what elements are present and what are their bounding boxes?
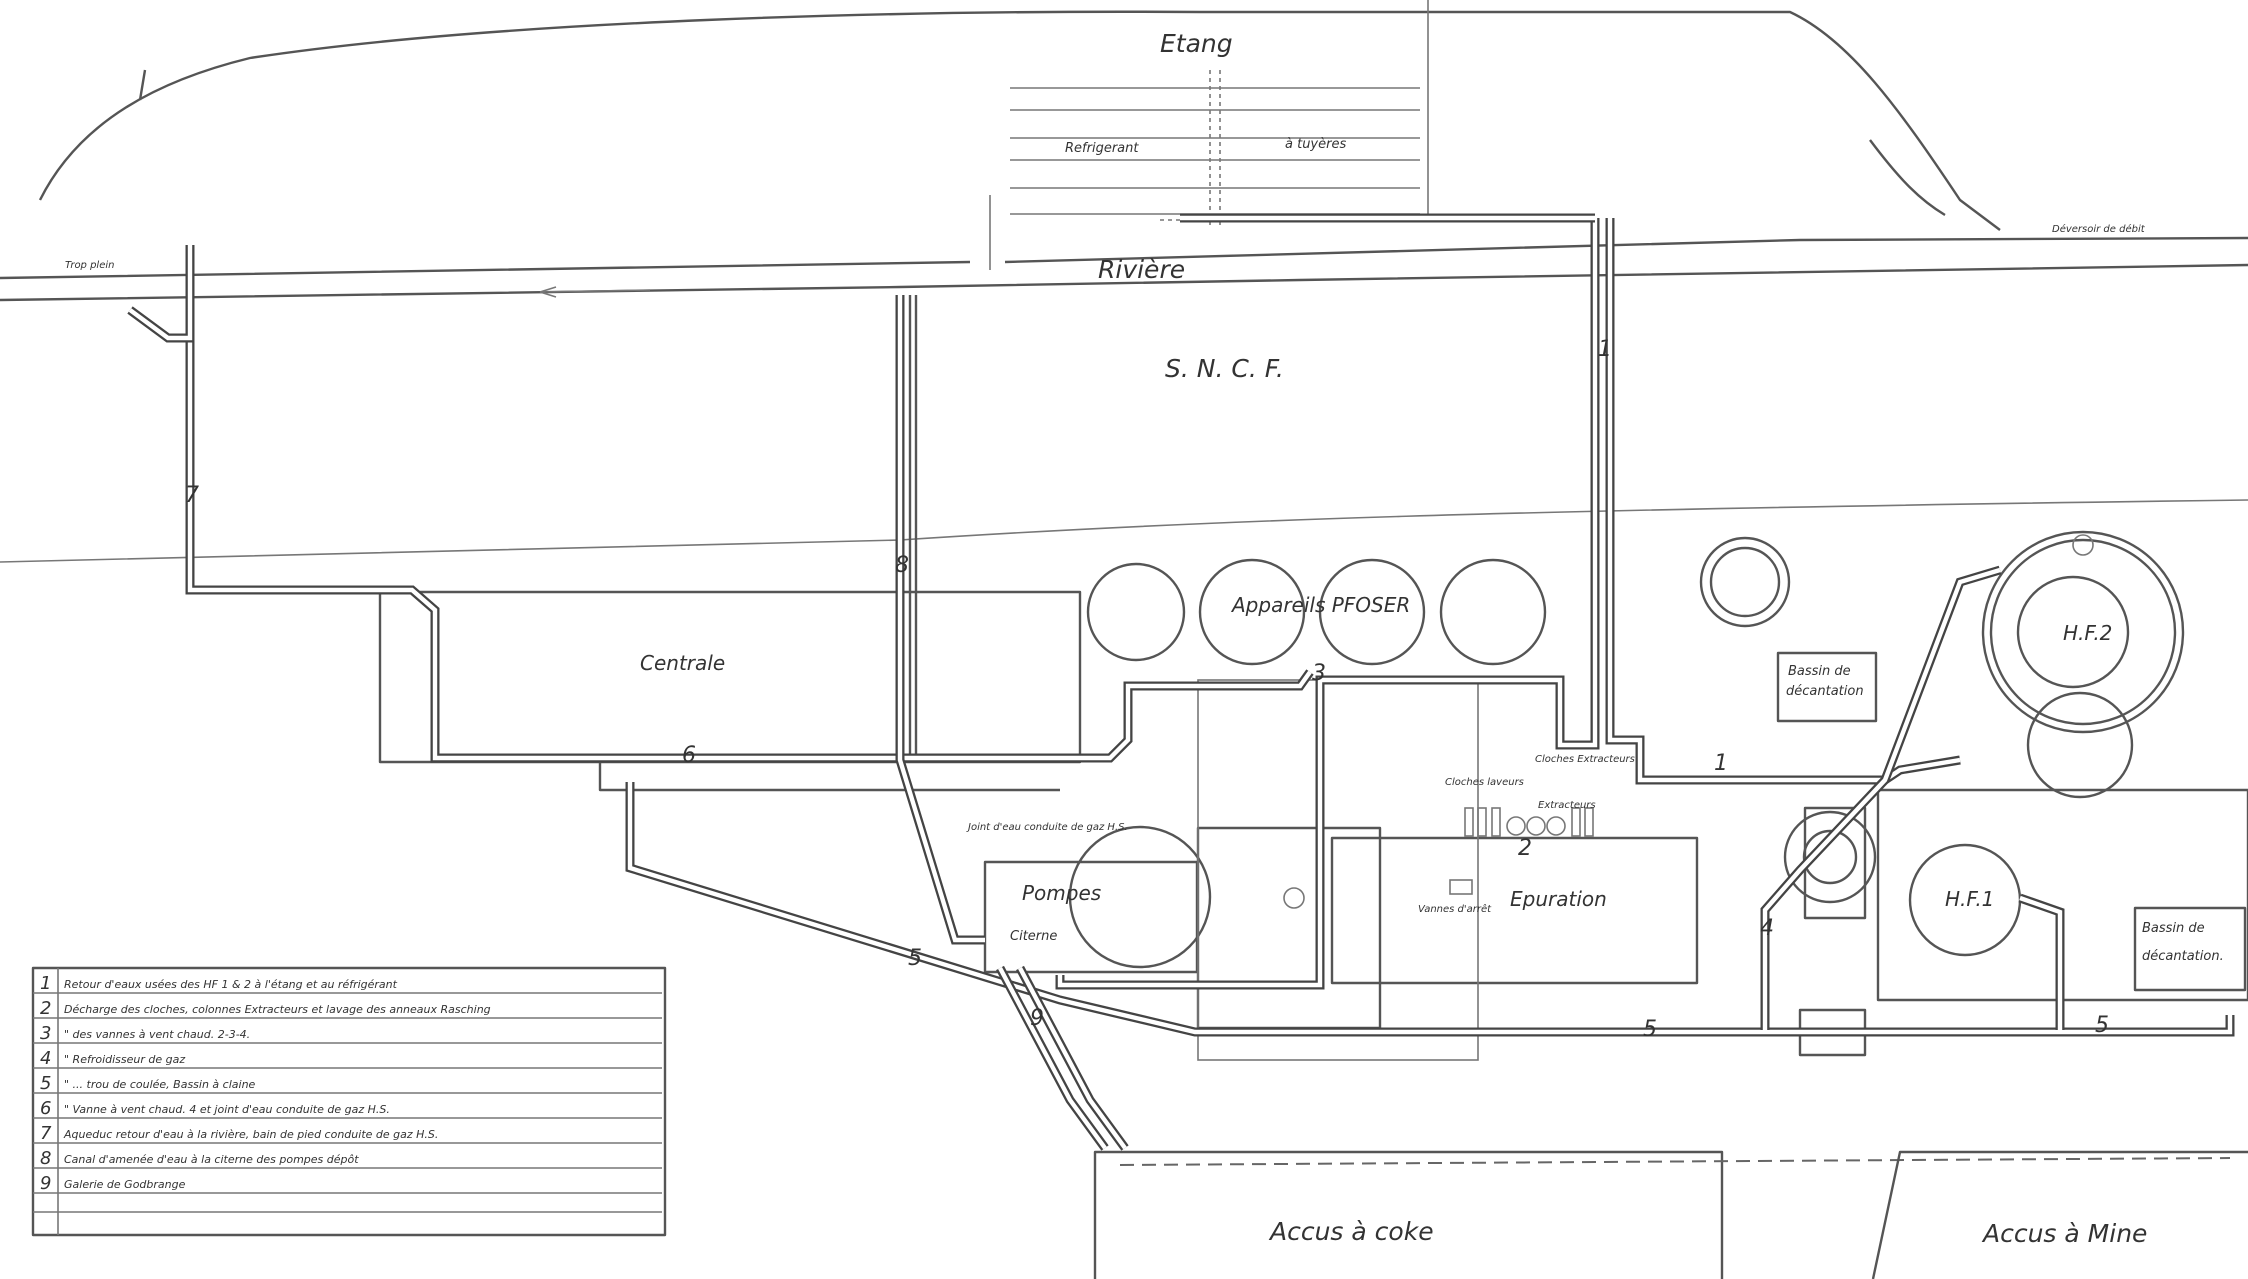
accus-coke-outline [1093, 1150, 1724, 1279]
label-trop-plein: Trop plein [65, 260, 114, 271]
legend-num-4: 4 [40, 1048, 51, 1069]
label-extracteurs: Extracteurs [1538, 800, 1596, 811]
river-flow-arrow [539, 286, 651, 298]
field-boundary [0, 499, 2248, 563]
pond-inner-edge [138, 69, 1946, 217]
label-bassin-2-line1: Bassin de [2142, 921, 2205, 936]
label-appareils-pfoser: Appareils PFOSER [1230, 593, 1410, 617]
accus-mine-outline [1871, 1150, 2248, 1279]
pipe-number-1a: 1 [1598, 337, 1612, 362]
epuration-building [1330, 836, 1699, 985]
pipe-number-3: 3 [1312, 661, 1326, 686]
legend-num-9: 9 [40, 1173, 51, 1194]
pompes-building [983, 860, 1199, 974]
label-deversoir: Déversoir de débit [2052, 223, 2146, 235]
label-centrale: Centrale [640, 651, 725, 675]
legend-text-2: Décharge des cloches, colonnes Extracteu… [64, 1003, 491, 1016]
blast-furnace-1 [1783, 788, 2248, 1002]
vertical-marker-line [989, 0, 1429, 270]
label-tuyeres: à tuyères [1285, 137, 1346, 152]
label-accus-coke: Accus à coke [1268, 1217, 1434, 1246]
pipe-number-5b: 5 [1643, 1017, 1657, 1042]
legend-text-8: Canal d'amenée d'eau à la citerne des po… [64, 1153, 359, 1166]
label-citerne: Citerne [1010, 929, 1057, 944]
sncf-boundary [908, 295, 918, 762]
legend-num-7: 7 [40, 1123, 52, 1144]
river-bank-bottom [0, 263, 2248, 302]
pipe-number-4: 4 [1760, 916, 1774, 941]
legend-text-5: " ... trou de coulée, Bassin à claine [64, 1078, 256, 1091]
bassin-decantation-1-box [1776, 651, 1878, 723]
label-bassin-2-line2: décantation. [2142, 949, 2224, 964]
label-refrigerant: Refrigerant [1065, 141, 1139, 156]
pond-outline [38, 10, 2001, 231]
legend-num-2: 2 [40, 998, 51, 1019]
citerne-circle [1068, 825, 1212, 969]
label-joint-eau: Joint d'eau conduite de gaz H.S. [966, 822, 1128, 833]
label-hf1: H.F.1 [1945, 887, 1994, 911]
pipe-number-7: 7 [185, 483, 199, 508]
legend-num-1: 1 [40, 973, 51, 994]
pipe-number-1b: 1 [1714, 751, 1728, 776]
accus-divider [1119, 1157, 2231, 1166]
extractors-row [1449, 807, 1594, 895]
label-accus-mine: Accus à Mine [1981, 1219, 2147, 1248]
pipe-number-8: 8 [895, 553, 909, 578]
legend-num-6: 6 [40, 1098, 51, 1119]
legend-num-3: 3 [40, 1023, 51, 1044]
legend-num-8: 8 [40, 1148, 51, 1169]
label-vannes: Vannes d'arrêt [1418, 903, 1492, 915]
legend-text-4: " Refroidisseur de gaz [64, 1053, 185, 1066]
legend-text-6: " Vanne à vent chaud. 4 et joint d'eau c… [64, 1103, 390, 1116]
centrale-building [378, 590, 1082, 764]
blast-furnace-2 [1981, 530, 2185, 799]
label-etang: Etang [1160, 29, 1233, 58]
label-riviere: Rivière [1098, 255, 1185, 284]
label-bassin-1-line2: décantation [1786, 684, 1864, 699]
label-hf2: H.F.2 [2063, 621, 2112, 645]
pipe-number-6: 6 [682, 743, 696, 768]
legend-text-9: Galerie de Godbrange [64, 1178, 186, 1191]
label-cloches-extracteurs: Cloches Extracteurs [1535, 754, 1635, 765]
pipe-number-5c: 5 [2095, 1013, 2109, 1038]
legend-text-7: Aqueduc retour d'eau à la rivière, bain … [63, 1128, 438, 1141]
legend-num-5: 5 [40, 1073, 51, 1094]
label-cloches-laveurs: Cloches laveurs [1445, 777, 1524, 788]
pipe-network [127, 213, 2235, 1151]
label-bassin-1-line1: Bassin de [1788, 664, 1851, 679]
legend-text-3: " des vannes à vent chaud. 2-3-4. [64, 1028, 250, 1041]
label-sncf: S. N. C. F. [1165, 354, 1284, 383]
valve-marker [1283, 887, 1305, 909]
pipe-number-9: 9 [1030, 1006, 1044, 1031]
legend-table: 1 Retour d'eaux usées des HF 1 & 2 à l'é… [31, 966, 667, 1237]
label-epuration: Epuration [1510, 887, 1607, 911]
bassin-decantation-2-box [2133, 906, 2247, 992]
pipe-number-2: 2 [1518, 836, 1532, 861]
central-block [1196, 826, 1382, 1030]
pfoser-apparatus [1086, 536, 1791, 666]
river-bank-top [0, 236, 2248, 280]
epuration-outline [1197, 679, 1479, 1061]
label-pompes: Pompes [1022, 881, 1101, 905]
pipe-number-5a: 5 [908, 946, 922, 971]
legend-text-1: Retour d'eaux usées des HF 1 & 2 à l'éta… [64, 978, 398, 991]
